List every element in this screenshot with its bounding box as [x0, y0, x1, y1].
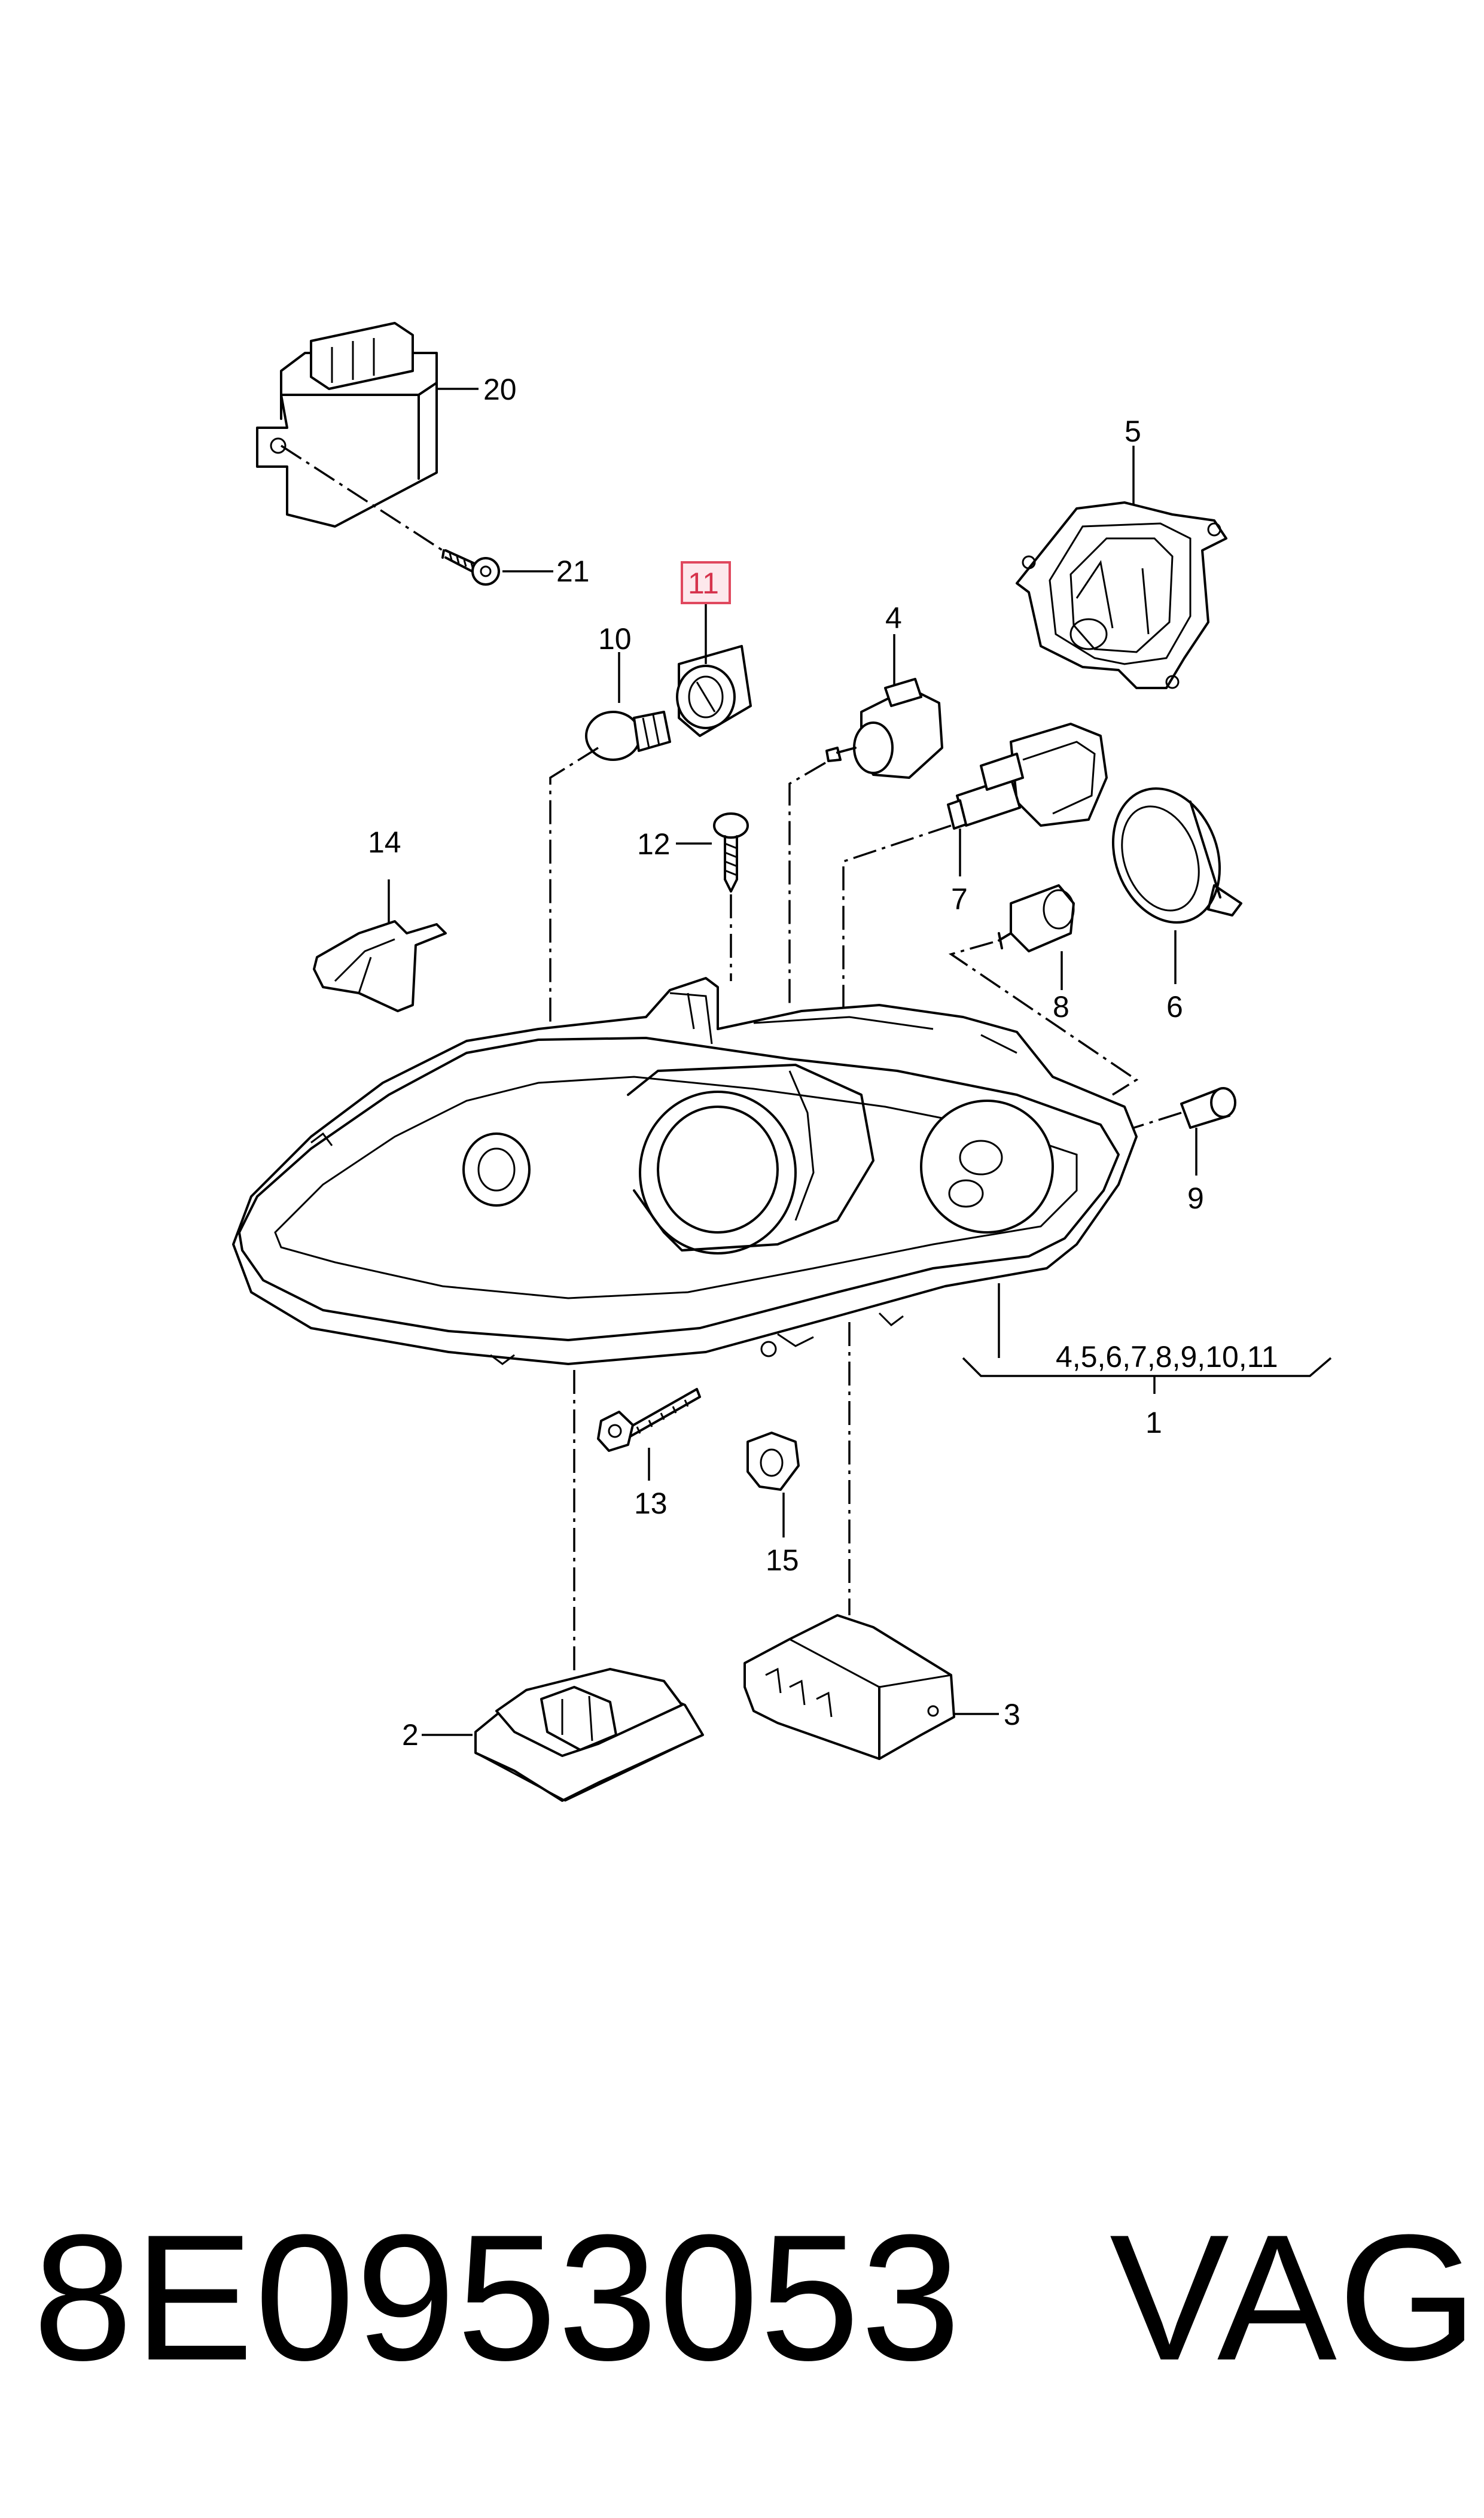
part-13-screw [597, 1388, 701, 1452]
callout-15: 15 [766, 1543, 799, 1577]
callout-14: 14 [368, 826, 401, 859]
callout-2: 2 [402, 1718, 419, 1752]
part-12-screw [713, 812, 749, 893]
callout-11: 11 [688, 567, 719, 600]
callout-6: 6 [1166, 990, 1183, 1024]
part-9-small-bulb [1180, 1087, 1236, 1129]
part-15-clip [746, 1432, 800, 1491]
part-5-housing-cover [1016, 501, 1227, 689]
callout-9: 9 [1187, 1182, 1204, 1215]
part-8-bulb-socket [998, 884, 1075, 952]
part-6-retaining-ring [1111, 787, 1242, 924]
main-headlight-housing [232, 977, 1138, 1365]
callout-20: 20 [483, 373, 517, 406]
part-2-ballast-unit [474, 1668, 704, 1802]
part-number-label: 8E0953053 [33, 2197, 962, 2398]
part-14-bracket [313, 920, 447, 1012]
callout-12: 12 [637, 827, 671, 861]
part-3-control-unit [743, 1614, 955, 1760]
callout-1-group: 4,5,6,7,8,9,10,11 [1056, 1340, 1278, 1374]
callout-1: 1 [1145, 1406, 1162, 1439]
callout-21: 21 [556, 555, 590, 588]
part-11-bulb-holder [676, 645, 752, 737]
callout-3: 3 [1004, 1698, 1020, 1731]
callout-4: 4 [885, 601, 902, 635]
part-4-actuator [825, 678, 943, 779]
callout-7: 7 [951, 882, 968, 916]
callout-13: 13 [634, 1487, 668, 1520]
part-20-control-module [256, 322, 438, 528]
callout-8: 8 [1053, 990, 1069, 1024]
callout-10: 10 [598, 622, 632, 656]
callout-11-highlight [681, 561, 731, 604]
part-10-bulb [585, 711, 671, 761]
part-21-screw [441, 549, 500, 586]
part-7-xenon-bulb [947, 723, 1108, 830]
brand-label: VAG [1110, 2197, 1479, 2398]
callout-5: 5 [1125, 415, 1141, 448]
